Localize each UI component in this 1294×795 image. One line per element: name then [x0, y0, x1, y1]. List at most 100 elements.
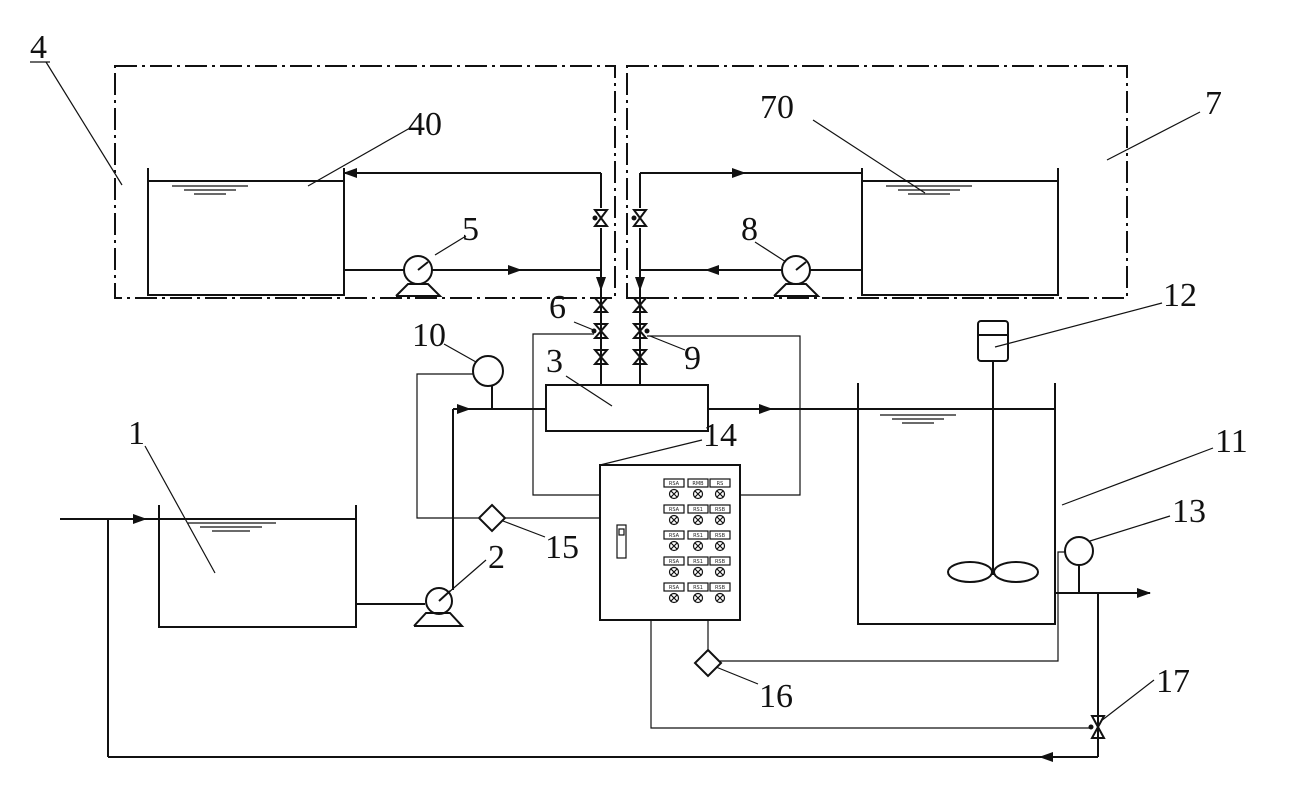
panel-knob[interactable]	[668, 488, 680, 500]
panel-label-box	[687, 504, 709, 514]
label-16: 16	[759, 678, 793, 715]
panel-knob-mark	[716, 542, 724, 550]
panel-knob-mark	[716, 568, 724, 576]
label-7: 7	[1205, 85, 1222, 122]
label-4: 4	[30, 29, 47, 66]
pump-2	[413, 587, 465, 627]
sensor-13	[720, 536, 1094, 662]
label-40: 40	[408, 106, 442, 143]
subsystem-7-boundary	[626, 65, 1128, 299]
panel-knob[interactable]	[692, 540, 704, 552]
panel-knob[interactable]	[714, 488, 726, 500]
panel-label-text: RSB	[715, 507, 726, 513]
panel-knob-mark	[670, 568, 678, 576]
panel-label-text: RSB	[715, 585, 726, 591]
panel-label-box	[709, 556, 731, 566]
panel-label-box	[663, 478, 685, 488]
panel-label-text: RS1	[693, 559, 703, 565]
panel-knob-mark	[694, 568, 702, 576]
valve-17	[650, 620, 1106, 739]
panel-label-text: RS1	[693, 507, 703, 513]
panel-label-box	[663, 504, 685, 514]
panel-knob[interactable]	[668, 592, 680, 604]
panel-label-text: RS	[717, 481, 724, 487]
valve-stack-6	[591, 290, 610, 385]
tank-40	[147, 168, 345, 296]
panel-label-text: RSB	[715, 559, 726, 565]
panel-knob[interactable]	[692, 592, 704, 604]
panel-knob[interactable]	[714, 540, 726, 552]
pump-5	[395, 255, 443, 297]
tank-70	[861, 168, 1059, 296]
panel-label-box	[687, 556, 709, 566]
panel-knob-mark	[670, 516, 678, 524]
label-70: 70	[760, 89, 794, 126]
panel-label-box	[709, 504, 731, 514]
outlet-line	[107, 519, 1151, 762]
subsystem-4-boundary	[114, 65, 616, 299]
mixer-12	[947, 320, 1039, 583]
panel-label-text: RSA	[669, 533, 680, 539]
label-1: 1	[128, 415, 145, 452]
panel-label-text: RMB	[692, 481, 704, 487]
label-3: 3	[546, 343, 563, 380]
loop-7-piping	[635, 168, 862, 291]
label-12: 12	[1163, 277, 1197, 314]
panel-knob-mark	[694, 594, 702, 602]
panel-label-box	[709, 530, 731, 540]
label-8: 8	[741, 211, 758, 248]
panel-label-text: RSA	[669, 481, 680, 487]
panel-knob[interactable]	[714, 592, 726, 604]
panel-label-text: RSA	[669, 559, 680, 565]
panel-knob-mark	[716, 516, 724, 524]
label-6: 6	[549, 289, 566, 326]
reactor-3	[545, 384, 709, 432]
panel-label-box	[687, 582, 709, 592]
panel-knob[interactable]	[714, 566, 726, 578]
panel-knob-mark	[716, 594, 724, 602]
panel-knob-mark	[670, 490, 678, 498]
panel-knob[interactable]	[714, 514, 726, 526]
panel-knob[interactable]	[668, 540, 680, 552]
panel-knob-mark	[716, 490, 724, 498]
panel-label-text: RS1	[693, 533, 703, 539]
valve-loop-4	[592, 209, 609, 227]
main-flow-line	[452, 404, 1055, 590]
converter-15	[477, 503, 600, 533]
panel-label-text: RS1	[693, 585, 703, 591]
panel-knob[interactable]	[692, 514, 704, 526]
signal-line-6	[532, 333, 600, 496]
valve-loop-7	[631, 209, 648, 227]
panel-knob-mark	[670, 594, 678, 602]
signal-line-9	[647, 335, 801, 496]
panel-label-box	[709, 478, 731, 488]
label-10: 10	[412, 317, 446, 354]
tank-11	[857, 383, 1056, 625]
panel-knob-mark	[694, 516, 702, 524]
panel-knob[interactable]	[668, 566, 680, 578]
panel-label-text: RSA	[669, 507, 680, 513]
label-17: 17	[1156, 663, 1190, 700]
panel-label-box	[687, 530, 709, 540]
panel-knob[interactable]	[692, 566, 704, 578]
panel-knob-mark	[670, 542, 678, 550]
label-9: 9	[684, 340, 701, 377]
panel-knob-mark	[694, 542, 702, 550]
label-13: 13	[1172, 493, 1206, 530]
label-5: 5	[462, 211, 479, 248]
panel-knob[interactable]	[692, 488, 704, 500]
panel-knob[interactable]	[668, 514, 680, 526]
pump-8	[773, 255, 821, 297]
converter-16	[693, 620, 723, 678]
tank-1	[60, 505, 425, 628]
sensor-10	[416, 355, 504, 519]
panel-label-box	[663, 582, 685, 592]
panel-label-box	[663, 530, 685, 540]
loop-4-piping	[343, 168, 606, 291]
label-14: 14	[703, 417, 737, 454]
panel-label-box	[709, 582, 731, 592]
leader-lines	[30, 61, 1214, 722]
